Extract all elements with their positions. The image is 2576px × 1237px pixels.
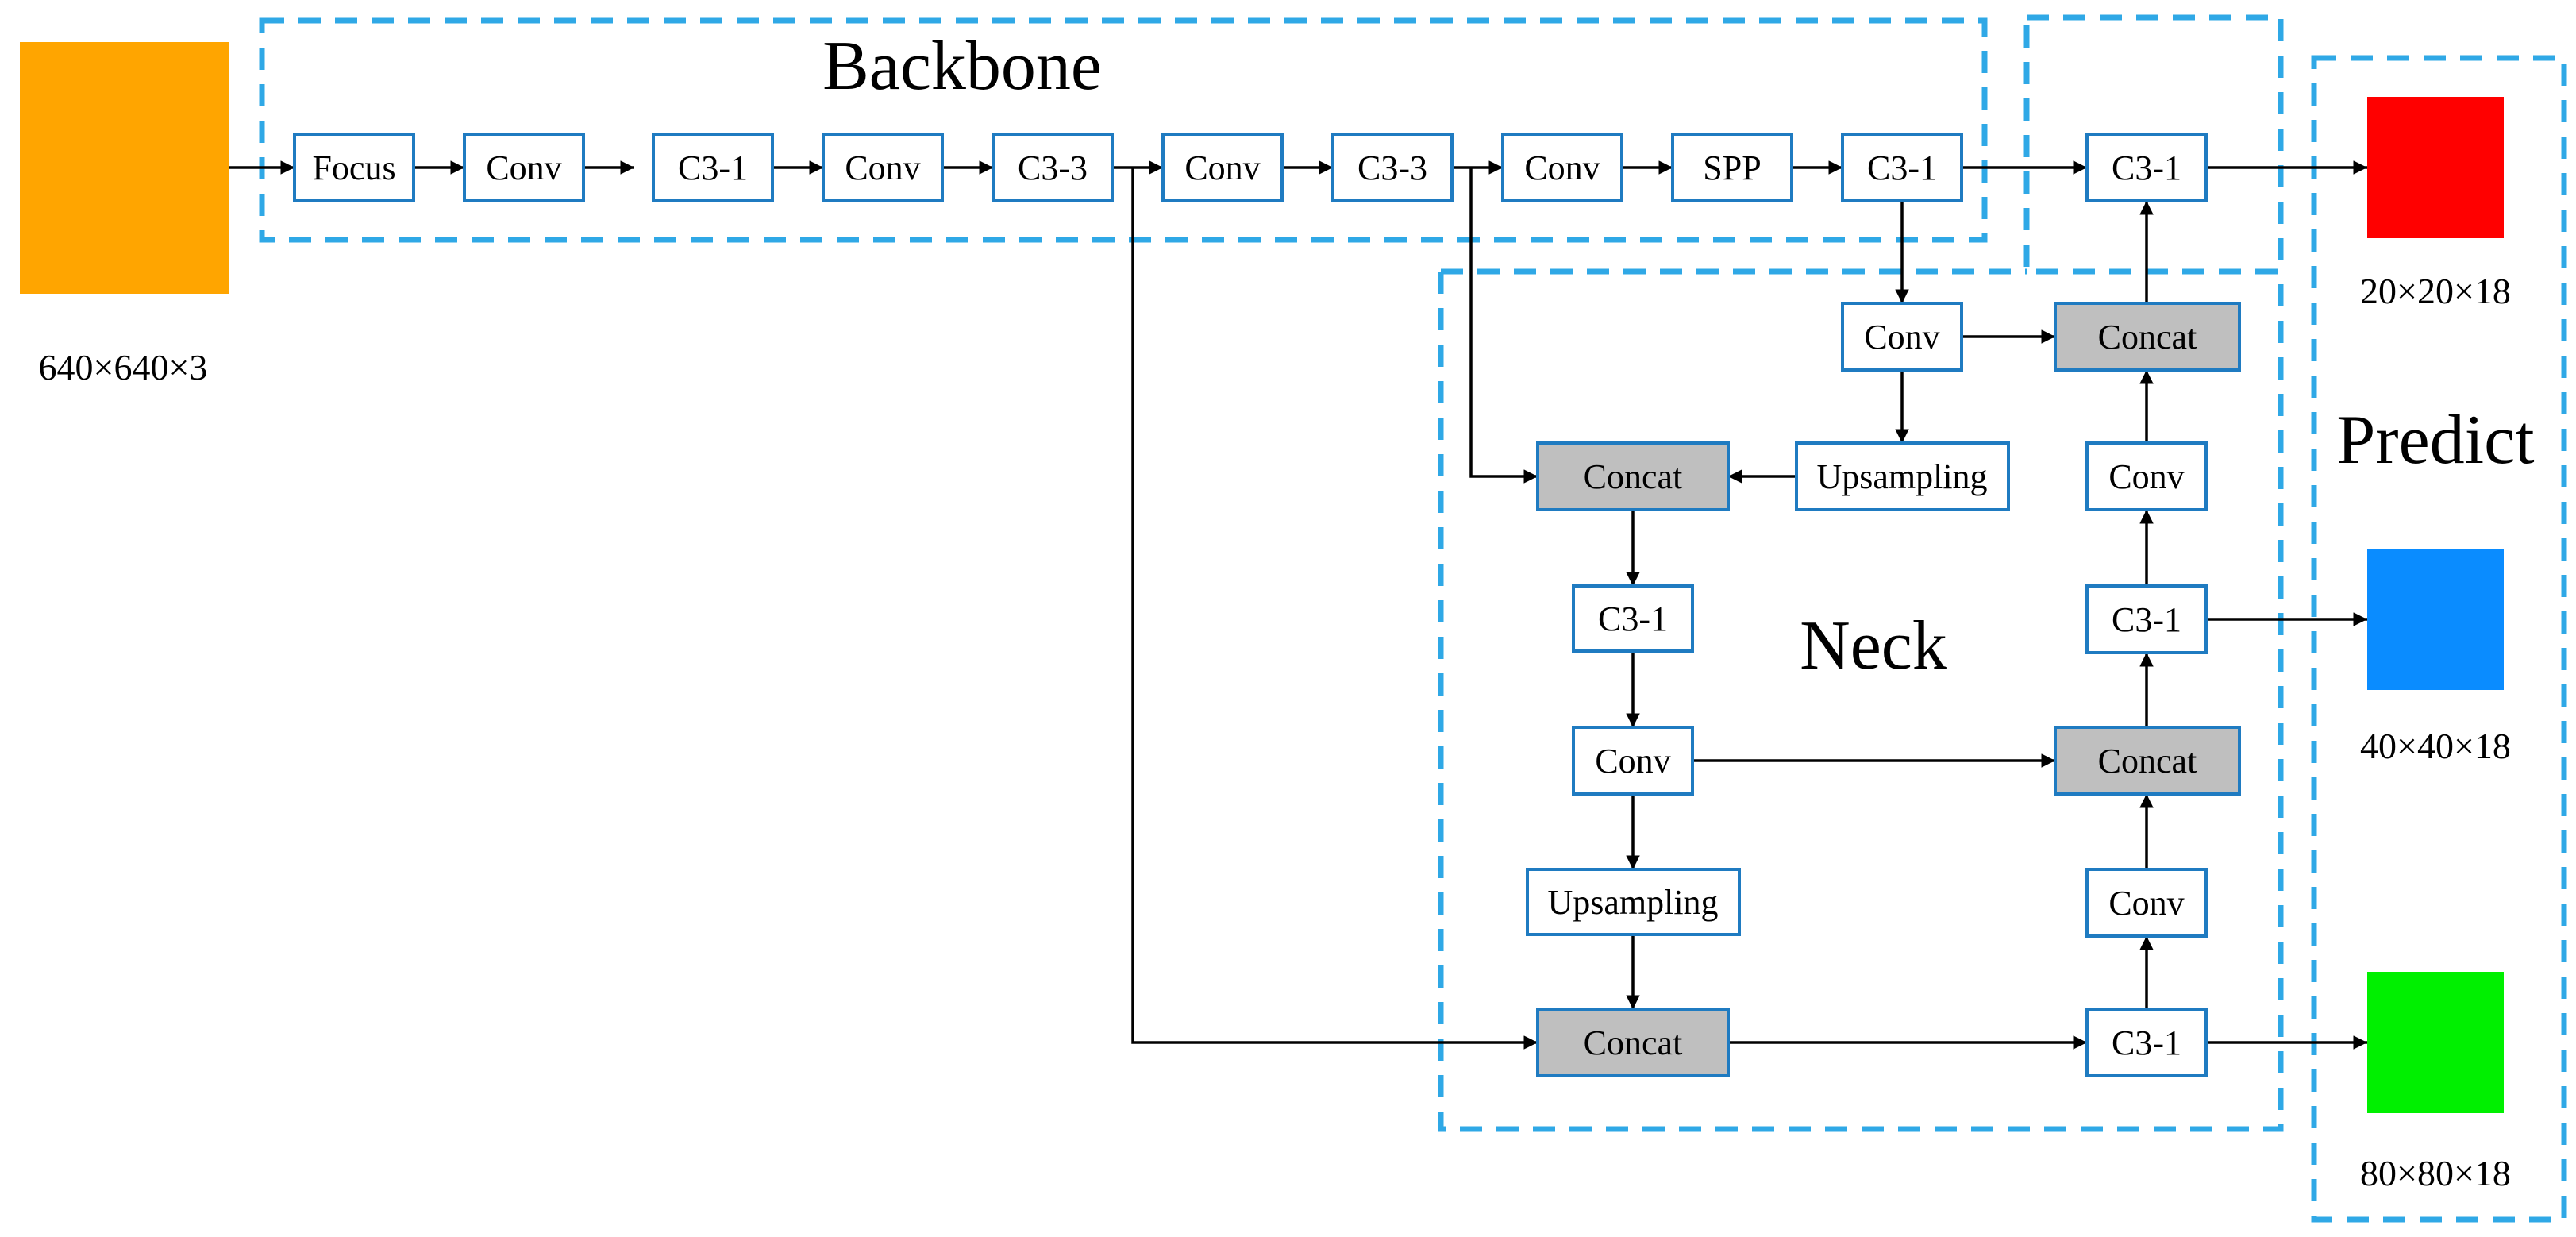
backbone-node-conv-2: Conv (822, 133, 944, 202)
node-label: Conv (845, 148, 920, 187)
neck-node-concat-top-right: Concat (2054, 302, 2241, 372)
node-label: Concat (2098, 742, 2197, 780)
node-label: C3-1 (2112, 1023, 2181, 1062)
node-label: Concat (2098, 318, 2197, 356)
node-label: C3-1 (1867, 148, 1937, 187)
node-label: Concat (1584, 457, 1683, 496)
backbone-node-conv-4: Conv (1501, 133, 1623, 202)
neck-node-c3-1-bottom: C3-1 (2085, 1008, 2208, 1077)
neck-node-concat-bottom: Concat (1536, 1008, 1730, 1077)
node-label: Upsampling (1547, 883, 1718, 922)
node-label: Conv (2108, 457, 2184, 496)
neck-node-upsampling-a: Upsampling (1795, 441, 2010, 511)
output-dims-medium: 40×40×18 (2360, 726, 2511, 766)
output-dims-large: 20×20×18 (2360, 271, 2511, 311)
node-label: Concat (1584, 1023, 1683, 1062)
neck-region (1438, 268, 2284, 1132)
neck-node-top-c3-1: C3-1 (2085, 133, 2208, 202)
neck-node-conv-right-a: Conv (2085, 441, 2208, 511)
neck-title: Neck (1800, 607, 1947, 684)
neck-node-concat-right-mid: Concat (2054, 726, 2241, 796)
backbone-node-c3-3-b: C3-3 (1331, 133, 1454, 202)
predict-region (2311, 55, 2567, 1223)
edge-c33-concatbottom (1131, 168, 1538, 1050)
backbone-node-conv-1: Conv (463, 133, 585, 202)
node-label: Focus (312, 148, 395, 187)
backbone-node-conv-3: Conv (1161, 133, 1284, 202)
backbone-node-focus: Focus (293, 133, 415, 202)
node-label: C3-3 (1357, 148, 1427, 187)
node-label: C3-1 (2112, 148, 2181, 187)
neck-nodes: C3-1 Conv Concat Upsampling Concat Conv … (1526, 133, 2241, 1077)
neck-upper-region (2023, 14, 2284, 275)
backbone-nodes: Focus Conv C3-1 Conv C3-3 Conv C3-3 Con (293, 133, 1963, 202)
node-label: C3-3 (1018, 148, 1088, 187)
output-block-small (2367, 972, 2504, 1113)
node-label: Conv (2108, 884, 2184, 923)
predict-title: Predict (2336, 402, 2534, 479)
neck-node-c3-1-right-mid: C3-1 (2085, 584, 2208, 654)
backbone-region (259, 17, 1988, 243)
node-label: SPP (1703, 148, 1761, 187)
neck-node-conv-right-b: Conv (2085, 868, 2208, 938)
neck-node-concat-a: Concat (1536, 441, 1730, 511)
node-label: Conv (1524, 148, 1600, 187)
node-label: C3-1 (2112, 600, 2181, 639)
input-image-block (20, 42, 229, 294)
node-label: Conv (1184, 148, 1260, 187)
node-label: Conv (486, 148, 561, 187)
edge-c33b-concata (1469, 168, 1538, 484)
edges (229, 160, 2367, 1050)
output-block-large (2367, 97, 2504, 238)
node-label: C3-1 (678, 148, 748, 187)
neck-node-upsampling-b: Upsampling (1526, 868, 1741, 936)
backbone-node-c3-1-b: C3-1 (1841, 133, 1963, 202)
neck-node-conv-a: Conv (1841, 302, 1963, 372)
backbone-node-spp: SPP (1671, 133, 1793, 202)
output-dims-small: 80×80×18 (2360, 1153, 2511, 1193)
neck-node-c3-1-left: C3-1 (1572, 584, 1694, 653)
output-block-medium (2367, 549, 2504, 690)
backbone-node-c3-1-a: C3-1 (652, 133, 774, 202)
backbone-node-c3-3-a: C3-3 (992, 133, 1114, 202)
node-label: Conv (1595, 742, 1670, 780)
backbone-title: Backbone (822, 28, 1102, 105)
input-dims-label: 640×640×3 (39, 347, 208, 387)
node-label: Conv (1864, 318, 1939, 356)
node-label: C3-1 (1598, 599, 1668, 638)
node-label: Upsampling (1816, 457, 1987, 496)
neck-node-conv-left: Conv (1572, 726, 1694, 796)
